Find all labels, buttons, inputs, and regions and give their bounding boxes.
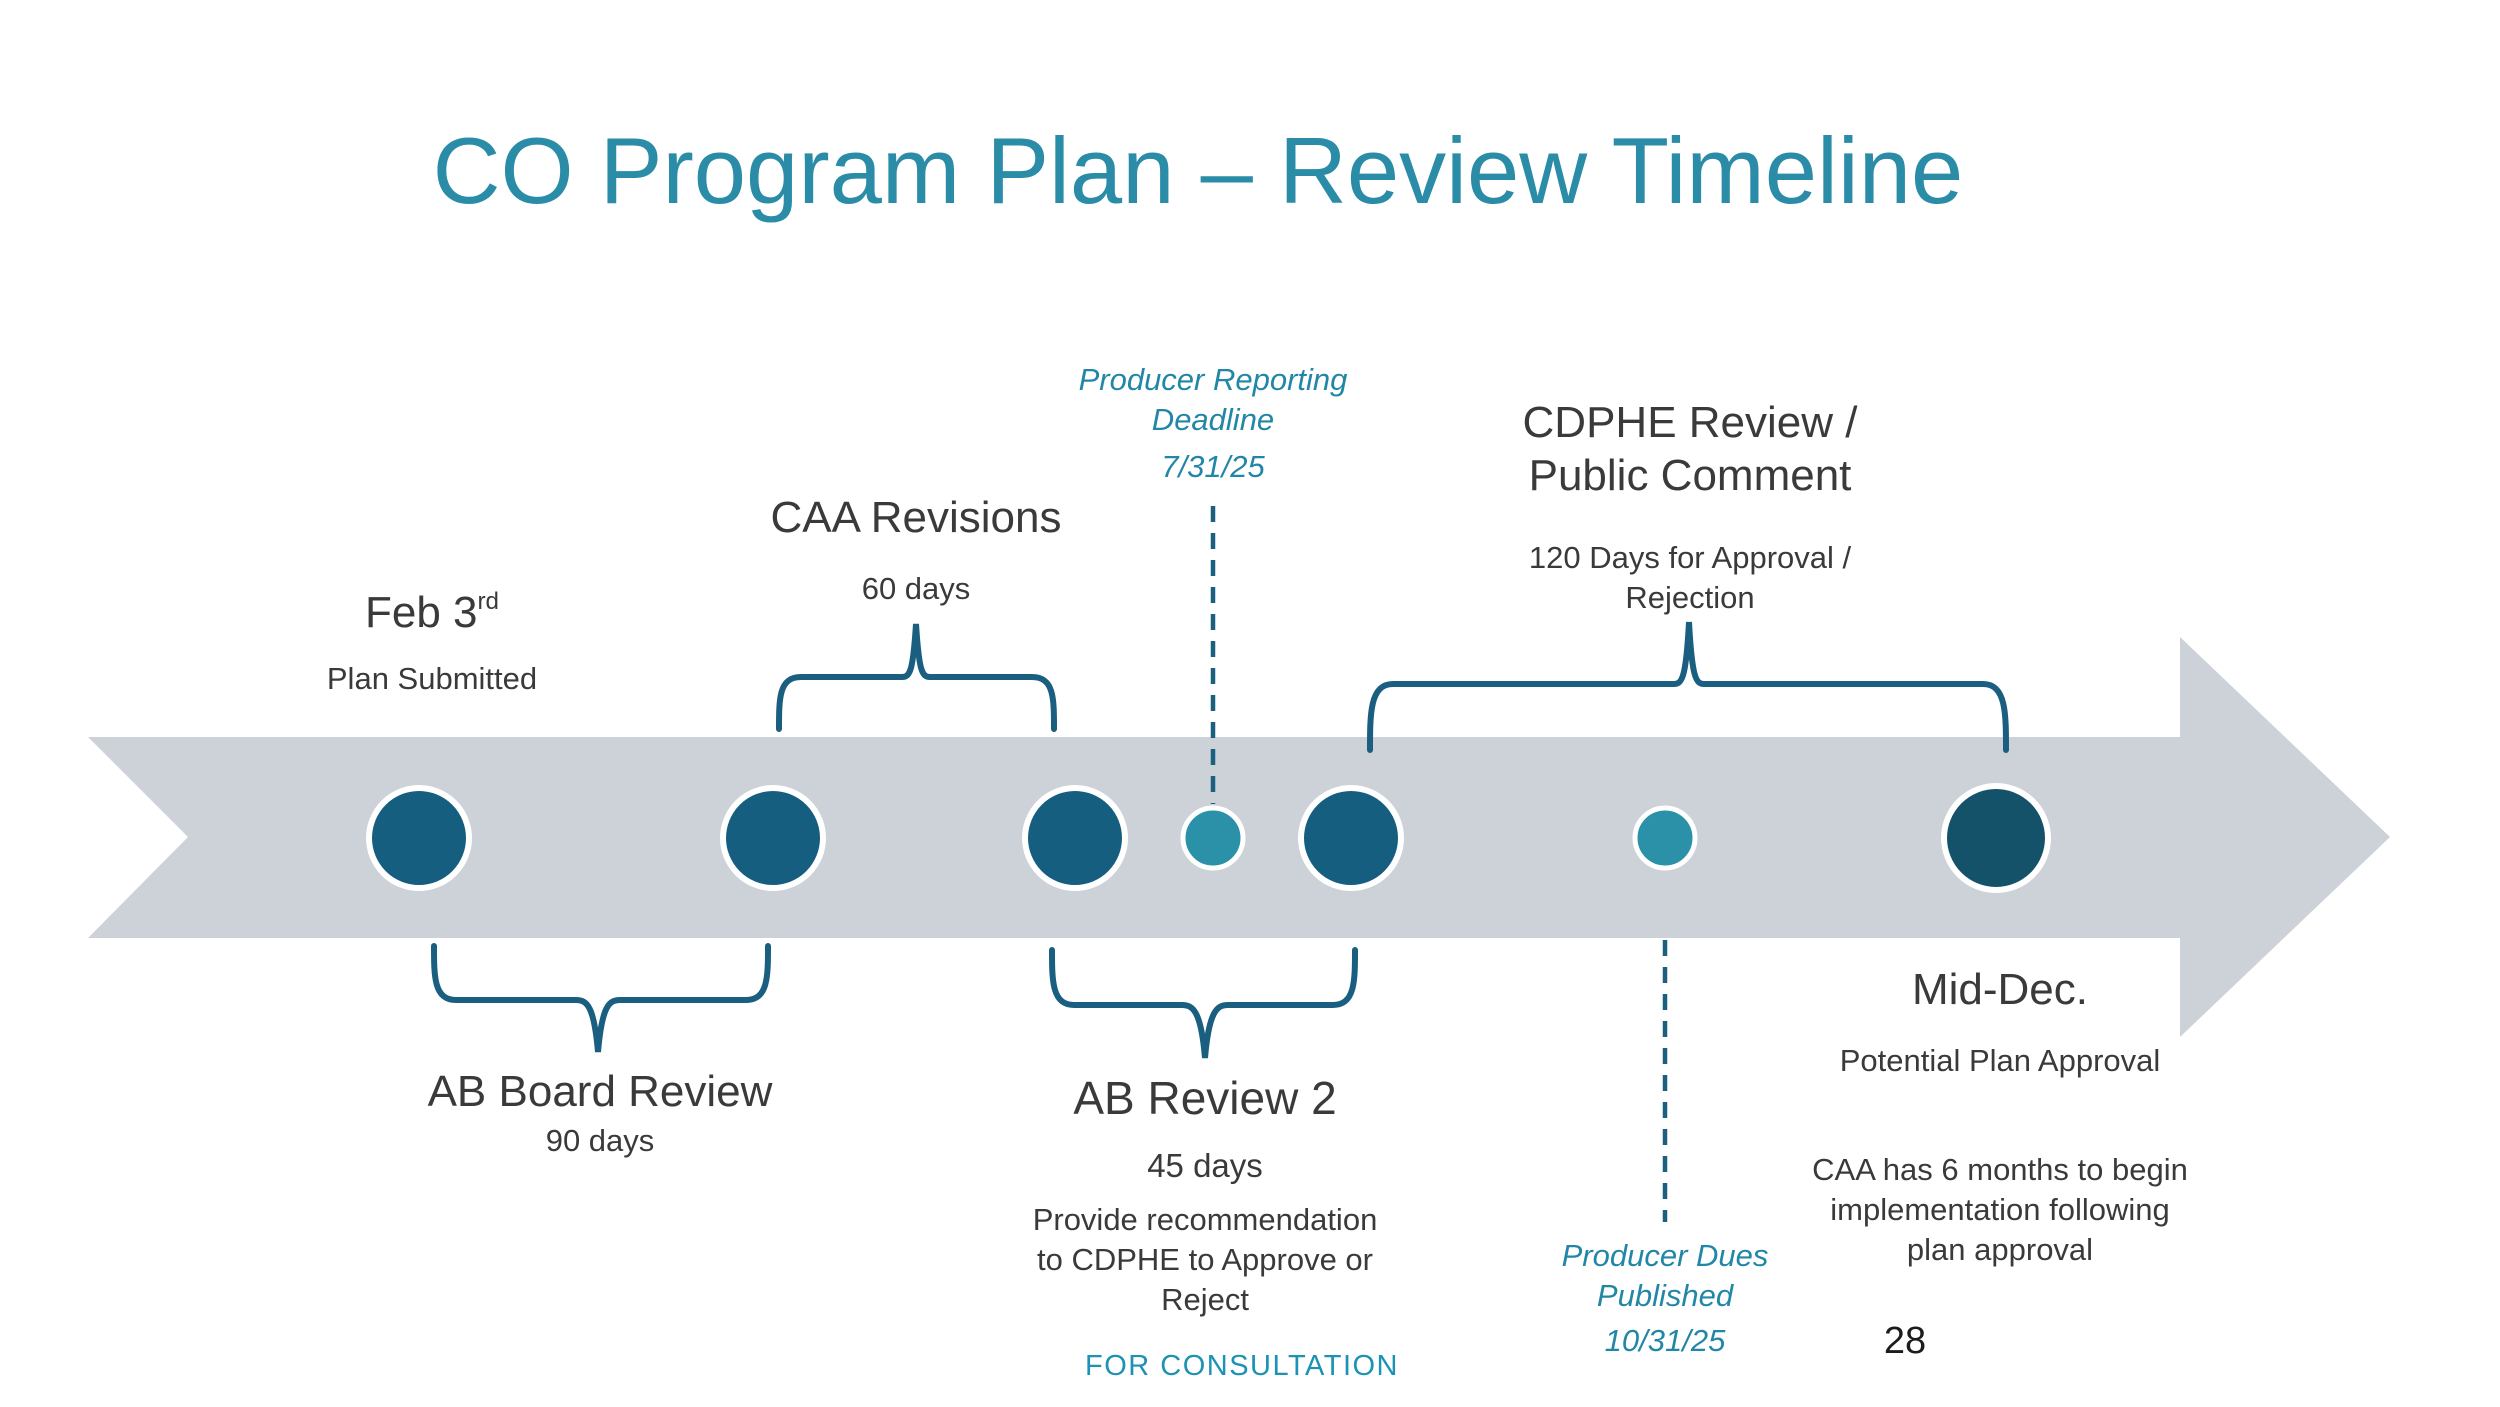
footer-watermark: FOR CONSULTATION	[1085, 1350, 1399, 1382]
mid-dec-title: Mid-Dec.	[1911, 965, 2089, 1014]
milestone-producer-dues-published	[1632, 805, 1698, 871]
cdphe-review-brace	[1367, 621, 2009, 753]
plan-submitted-date-text: Feb 3	[364, 588, 478, 637]
producer-dues-line1: Producer Dues	[1561, 1238, 1769, 1273]
cdphe-review-sub-line2: Rejection	[1625, 580, 1755, 615]
milestone-cdphe-review-start	[1298, 785, 1404, 891]
ab-review-2-brace	[1049, 947, 1358, 1059]
caa-implementation-note: CAA has 6 months to begin implementation…	[1812, 1150, 2188, 1270]
producer-reporting-label: Producer Reporting Deadline	[1079, 360, 1348, 440]
producer-reporting-date: 7/31/25	[1161, 449, 1265, 484]
caa-note-line2: implementation following	[1830, 1192, 2170, 1227]
ab-review-2-desc-line3: Reject	[1161, 1282, 1249, 1317]
cdphe-review-title-line2: Public Comment	[1528, 451, 1852, 500]
milestone-plan-approval	[1941, 783, 2051, 893]
ab-board-review-title: AB Board Review	[427, 1067, 773, 1116]
producer-dues-line2: Published	[1596, 1278, 1734, 1313]
ab-board-review-brace	[431, 943, 771, 1053]
ab-review-2-description: Provide recommendation to CDPHE to Appro…	[1033, 1200, 1378, 1320]
slide-title: CO Program Plan – Review Timeline	[432, 118, 1964, 223]
cdphe-review-sub-line1: 120 Days for Approval /	[1528, 540, 1852, 575]
ab-review-2-desc-line2: to CDPHE to Approve or	[1037, 1242, 1373, 1277]
ab-review-2-desc-line1: Provide recommendation	[1032, 1202, 1378, 1237]
milestone-ab-review-2-start	[1022, 785, 1128, 891]
milestone-producer-reporting-deadline	[1180, 805, 1246, 871]
producer-reporting-line1: Producer Reporting	[1078, 362, 1348, 397]
producer-dues-label: Producer Dues Published	[1562, 1236, 1769, 1316]
plan-submitted-caption: Plan Submitted	[326, 661, 538, 696]
milestone-caa-revisions-start	[720, 785, 826, 891]
cdphe-review-title-line1: CDPHE Review /	[1522, 398, 1858, 447]
page-number: 28	[1883, 1320, 1927, 1362]
mid-dec-caption: Potential Plan Approval	[1839, 1043, 2161, 1078]
caa-revisions-title: CAA Revisions	[770, 493, 1062, 542]
caa-revisions-brace	[776, 623, 1057, 732]
ab-review-2-title: AB Review 2	[1073, 1072, 1337, 1124]
caa-revisions-duration: 60 days	[861, 571, 971, 606]
ab-review-2-duration: 45 days	[1147, 1147, 1263, 1184]
plan-submitted-date-ordinal: rd	[477, 588, 500, 615]
plan-submitted-date: Feb 3rd	[365, 585, 499, 640]
cdphe-review-sub: 120 Days for Approval / Rejection	[1529, 538, 1851, 618]
milestone-plan-submitted	[366, 785, 472, 891]
cdphe-review-title: CDPHE Review / Public Comment	[1523, 396, 1858, 502]
caa-note-line1: CAA has 6 months to begin	[1812, 1152, 2188, 1187]
caa-note-line3: plan approval	[1906, 1232, 2094, 1267]
producer-reporting-line2: Deadline	[1151, 402, 1275, 437]
ab-board-review-duration: 90 days	[545, 1123, 655, 1158]
producer-dues-date: 10/31/25	[1604, 1323, 1726, 1358]
